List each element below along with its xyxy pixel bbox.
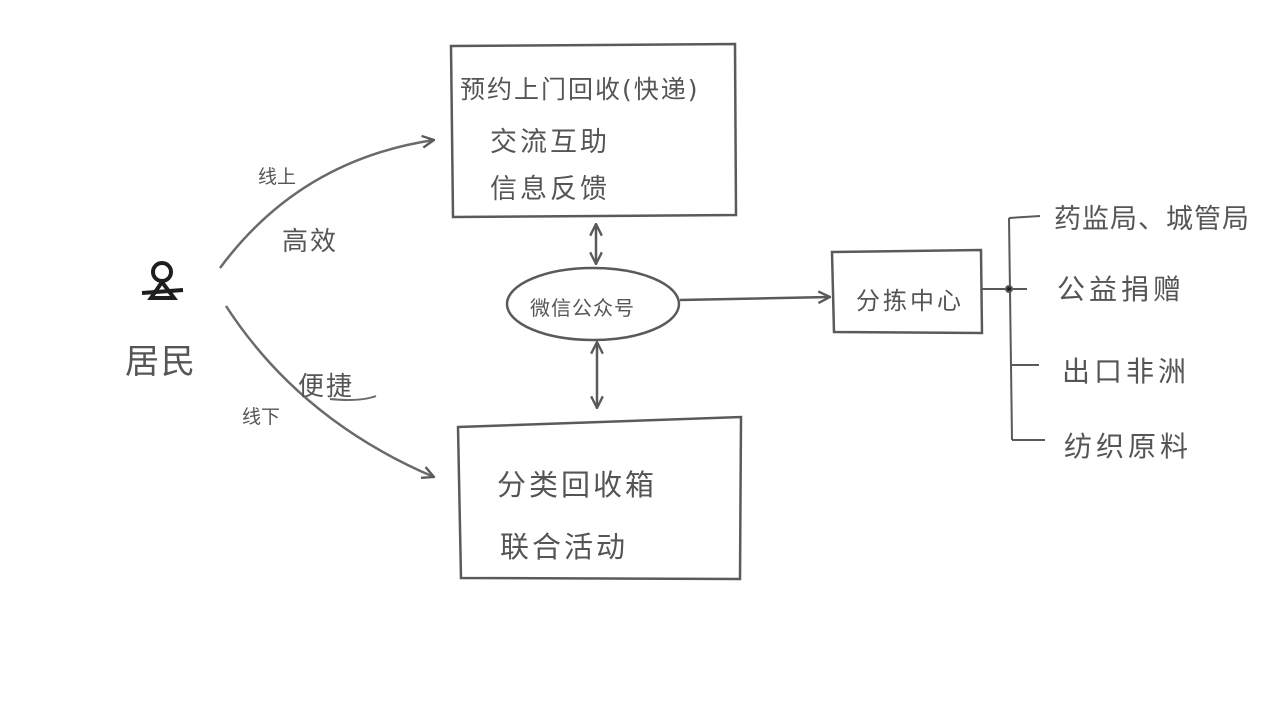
channel-offline-label: 线下 — [242, 406, 281, 428]
destination-1: 药监局、城管局 — [1054, 204, 1250, 235]
quality-underline — [329, 395, 377, 401]
online-box — [449, 42, 738, 219]
quality-offline-label: 便捷 — [298, 372, 355, 402]
hub-ellipse — [505, 266, 681, 342]
arrow-hub-sorting — [679, 297, 830, 300]
edge-online-curve — [218, 140, 434, 269]
destination-4: 纺织原料 — [1064, 430, 1193, 463]
sorting-box — [830, 248, 984, 335]
destination-2: 公益捐赠 — [1057, 273, 1186, 306]
quality-online-label: 高效 — [282, 227, 339, 257]
offline-box — [456, 415, 743, 581]
actor-label: 居民 — [125, 342, 197, 382]
destination-3: 出口非洲 — [1062, 355, 1191, 388]
destination-bracket — [982, 215, 1045, 441]
offline-service-1: 分类回收箱 — [497, 468, 658, 502]
online-service-2: 交流互助 — [490, 127, 610, 158]
online-service-1: 预约上门回收(快递) — [460, 75, 700, 104]
online-service-3: 信息反馈 — [490, 174, 610, 205]
hub-label: 微信公众号 — [530, 296, 635, 320]
person-icon — [141, 261, 184, 300]
edge-offline-curve — [224, 305, 434, 477]
sorting-center-label: 分拣中心 — [856, 287, 964, 315]
channel-online-label: 线上 — [258, 166, 297, 188]
offline-service-2: 联合活动 — [500, 530, 629, 564]
